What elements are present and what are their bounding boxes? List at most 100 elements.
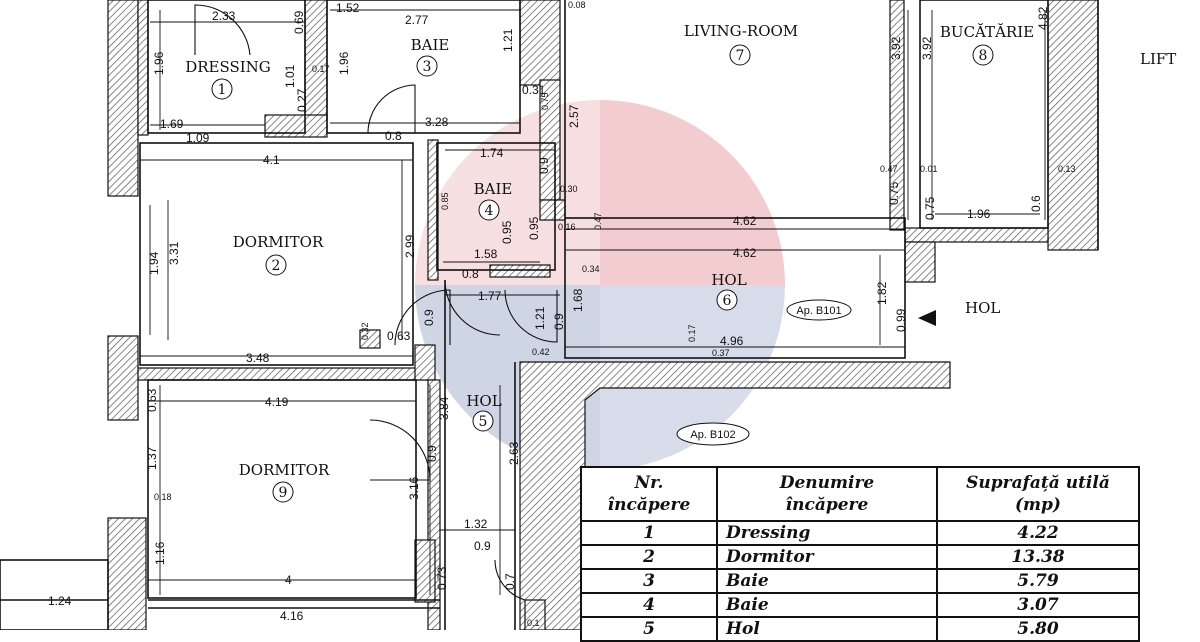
dimension-label: 0.31 [522, 83, 546, 97]
room-name-baie-3: BAIE [411, 36, 450, 54]
dimension-label: 0.9 [425, 445, 439, 462]
dimension-label: 1.21 [501, 28, 515, 52]
dimension-label: 4.62 [733, 214, 757, 228]
dimension-label: 1.74 [480, 146, 504, 160]
dimension-label: 0.9 [552, 313, 566, 330]
cell-name: Baie [716, 568, 938, 594]
dimension-label: 0.69 [292, 10, 306, 34]
dimension-label: 1.32 [464, 517, 488, 531]
dimension-label: 0.85 [440, 192, 450, 210]
cell-area: 3.07 [936, 592, 1140, 618]
dimension-label: 0.6 [1029, 195, 1043, 212]
dimension-label: 0.75 [540, 92, 550, 110]
dimension-label: 3.28 [425, 115, 449, 129]
table-row: 3 Baie 5.79 [580, 568, 1140, 594]
room-name-dormitor-2: DORMITOR [233, 233, 324, 251]
room-labels: DRESSING 1 DORMITOR 2 BAIE 3 BAIE 4 HOL … [185, 22, 1034, 503]
cell-area: 4.22 [936, 520, 1140, 546]
dimension-label: 4.96 [720, 334, 744, 348]
dimension-label: 0.99 [894, 308, 908, 332]
room-number-dormitor-2: 2 [272, 258, 281, 274]
header-area-line2: (mp) [1015, 495, 1061, 515]
header-name-line2: încăpere [785, 495, 869, 515]
dimension-label: 2.57 [567, 104, 581, 128]
other-labels: LIFT HOL Ap. B101 Ap. B102 [676, 50, 1176, 446]
room-name-dormitor-9: DORMITOR [239, 461, 330, 479]
dimension-label: 4.82 [1036, 6, 1050, 30]
dimension-label: 2.33 [212, 9, 236, 23]
dimension-label: 0.63 [145, 388, 159, 412]
cell-name: Dormitor [716, 544, 938, 570]
dimension-label: 0.47 [593, 212, 603, 230]
room-name-dressing: DRESSING [185, 58, 271, 76]
apartment-label-b101: Ap. B101 [796, 305, 841, 317]
cell-area: 13.38 [936, 544, 1140, 570]
header-area-line1: Suprafață utilă [966, 473, 1110, 493]
dimension-label: 1.68 [571, 288, 585, 312]
cell-nr: 5 [580, 616, 718, 642]
dimension-label: 1.77 [478, 289, 502, 303]
hol-exterior-label: HOL [965, 299, 1000, 317]
dimension-label: 0.95 [527, 216, 541, 240]
cell-area: 5.79 [936, 568, 1140, 594]
dimension-label: 1.96 [967, 207, 991, 221]
dimension-label: 4 [285, 573, 292, 587]
dimension-label: 1.82 [875, 281, 889, 305]
dimension-label: 0.73 [435, 566, 449, 590]
dimension-label: 4.1 [263, 153, 280, 167]
dimension-label: 0.9 [422, 309, 436, 326]
room-name-hol-6: HOL [711, 271, 746, 289]
dimension-label: 0.8 [462, 267, 479, 281]
dimension-texts: 2.33 0.69 1.96 1.01 0.27 0.17 1.69 1.09 … [48, 0, 1076, 628]
room-outlines [0, 0, 1099, 630]
dimension-label: 3.31 [167, 241, 181, 265]
cell-nr: 1 [580, 520, 718, 546]
dimension-label: 0.8 [385, 129, 402, 143]
room-number-hol-6: 6 [723, 293, 732, 309]
table-row: 1 Dressing 4.22 [580, 520, 1140, 546]
dimension-label: 1.69 [160, 117, 184, 131]
dimension-label: 4.16 [280, 609, 304, 623]
dimension-label: 2.99 [403, 234, 417, 258]
dimension-label: 1.94 [147, 251, 161, 275]
dimension-label: 0.75 [923, 196, 937, 220]
apartment-label-b102: Ap. B102 [690, 429, 735, 441]
cell-name: Dressing [716, 520, 938, 546]
dimension-label: 0.34 [582, 264, 600, 274]
header-nr: Nr. încăpere [580, 466, 718, 522]
room-number-baie-3: 3 [423, 59, 432, 75]
dimension-label: 0.95 [500, 220, 514, 244]
room-number-dormitor-9: 9 [279, 485, 288, 501]
dimension-label: 0.75 [887, 181, 901, 205]
room-name-living: LIVING-ROOM [684, 22, 798, 40]
dimension-lines [10, 9, 1046, 601]
dimension-label: 0.7 [503, 573, 517, 590]
table-row: 5 Hol 5.80 [580, 616, 1140, 642]
dimension-label: 1.21 [533, 306, 547, 330]
room-area-table: Nr. încăpere Denumire încăpere Suprafață… [580, 466, 1140, 642]
dimension-label: 0.37 [712, 348, 730, 358]
dimension-label: 0.32 [360, 322, 370, 340]
dimension-label: 0.9 [474, 539, 491, 553]
table-row: 4 Baie 3.07 [580, 592, 1140, 618]
dimension-label: 0.42 [532, 347, 550, 357]
cell-nr: 4 [580, 592, 718, 618]
table-row: 2 Dormitor 13.38 [580, 544, 1140, 570]
dimension-label: 1.58 [474, 247, 498, 261]
header-name-line1: Denumire [779, 473, 875, 493]
header-area: Suprafață utilă (mp) [936, 466, 1140, 522]
header-nr-line2: încăpere [607, 495, 691, 515]
cell-nr: 2 [580, 544, 718, 570]
dimension-label: 1.16 [153, 541, 167, 565]
room-number-bucatarie: 8 [979, 48, 988, 64]
dimension-label: 1.09 [186, 131, 210, 145]
dimension-label: 0.01 [920, 164, 938, 174]
dimension-label: 0.63 [387, 329, 411, 343]
dimension-label: 1.24 [48, 594, 72, 608]
dimension-label: 2.77 [405, 13, 429, 27]
dimension-label: 1.37 [145, 446, 159, 470]
entrance-arrow-icon [918, 310, 936, 326]
dimension-label: 0.17 [312, 64, 330, 74]
dimension-label: 1.01 [283, 64, 297, 88]
